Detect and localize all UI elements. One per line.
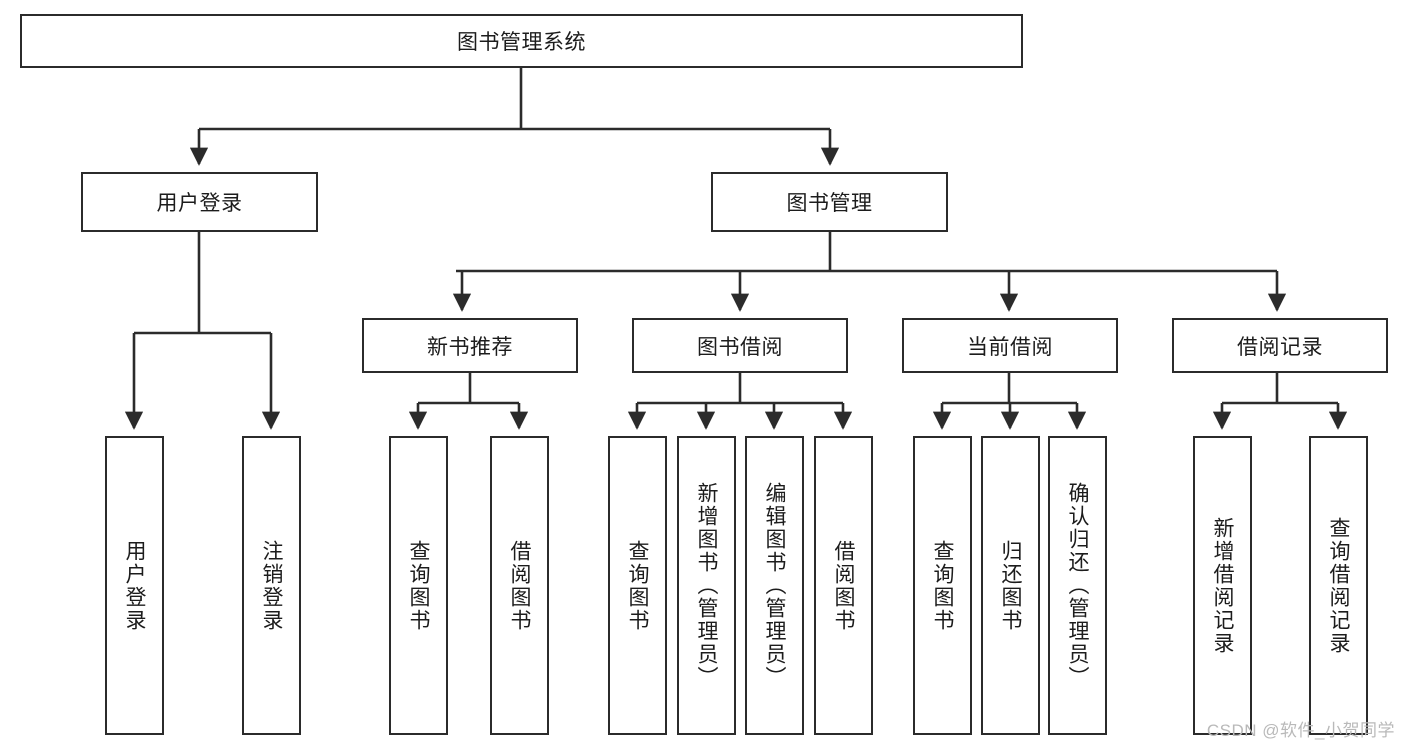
node-book-manage[interactable]: 图书管理 <box>711 172 948 232</box>
node-root[interactable]: 图书管理系统 <box>20 14 1023 68</box>
node-new-book-recommend-label: 新书推荐 <box>427 335 513 359</box>
leaf-confirm-return-label: 确认归还（管理员） <box>1066 482 1089 689</box>
node-user-login-label: 用户登录 <box>156 192 243 215</box>
leaf-add-book-label: 新增图书（管理员） <box>695 482 718 689</box>
leaf-borrow-book-2[interactable]: 借阅图书 <box>814 436 873 735</box>
leaf-edit-book[interactable]: 编辑图书（管理员） <box>745 436 804 735</box>
node-new-book-recommend[interactable]: 新书推荐 <box>362 318 578 373</box>
leaf-add-record[interactable]: 新增借阅记录 <box>1193 436 1252 735</box>
node-borrow-record[interactable]: 借阅记录 <box>1172 318 1388 373</box>
leaf-query-record[interactable]: 查询借阅记录 <box>1309 436 1368 735</box>
leaf-return-book[interactable]: 归还图书 <box>981 436 1040 735</box>
leaf-borrow-book-1[interactable]: 借阅图书 <box>490 436 549 735</box>
node-current-borrow-label: 当前借阅 <box>967 335 1053 359</box>
leaf-user-login-label: 用户登录 <box>123 539 146 632</box>
node-user-login[interactable]: 用户登录 <box>81 172 318 232</box>
leaf-user-login[interactable]: 用户登录 <box>105 436 164 735</box>
leaf-borrow-book-1-label: 借阅图书 <box>508 539 531 632</box>
leaf-query-record-label: 查询借阅记录 <box>1327 516 1350 655</box>
node-book-borrow-label: 图书借阅 <box>697 335 783 359</box>
leaf-user-logout-label: 注销登录 <box>260 539 283 632</box>
node-borrow-record-label: 借阅记录 <box>1237 335 1323 359</box>
leaf-query-book-2-label: 查询图书 <box>626 539 649 632</box>
leaf-query-book-3[interactable]: 查询图书 <box>913 436 972 735</box>
leaf-query-book-3-label: 查询图书 <box>931 539 954 632</box>
leaf-query-book-1[interactable]: 查询图书 <box>389 436 448 735</box>
watermark: CSDN @软件_小贺同学 <box>1206 721 1395 740</box>
node-current-borrow[interactable]: 当前借阅 <box>902 318 1118 373</box>
leaf-query-book-1-label: 查询图书 <box>407 539 430 632</box>
node-book-borrow[interactable]: 图书借阅 <box>632 318 848 373</box>
leaf-add-record-label: 新增借阅记录 <box>1211 516 1234 655</box>
leaf-confirm-return[interactable]: 确认归还（管理员） <box>1048 436 1107 735</box>
node-root-label: 图书管理系统 <box>457 31 586 54</box>
leaf-user-logout[interactable]: 注销登录 <box>242 436 301 735</box>
leaf-return-book-label: 归还图书 <box>999 539 1022 632</box>
node-book-manage-label: 图书管理 <box>786 192 873 215</box>
leaf-query-book-2[interactable]: 查询图书 <box>608 436 667 735</box>
leaf-borrow-book-2-label: 借阅图书 <box>832 539 855 632</box>
leaf-edit-book-label: 编辑图书（管理员） <box>763 482 786 689</box>
leaf-add-book[interactable]: 新增图书（管理员） <box>677 436 736 735</box>
